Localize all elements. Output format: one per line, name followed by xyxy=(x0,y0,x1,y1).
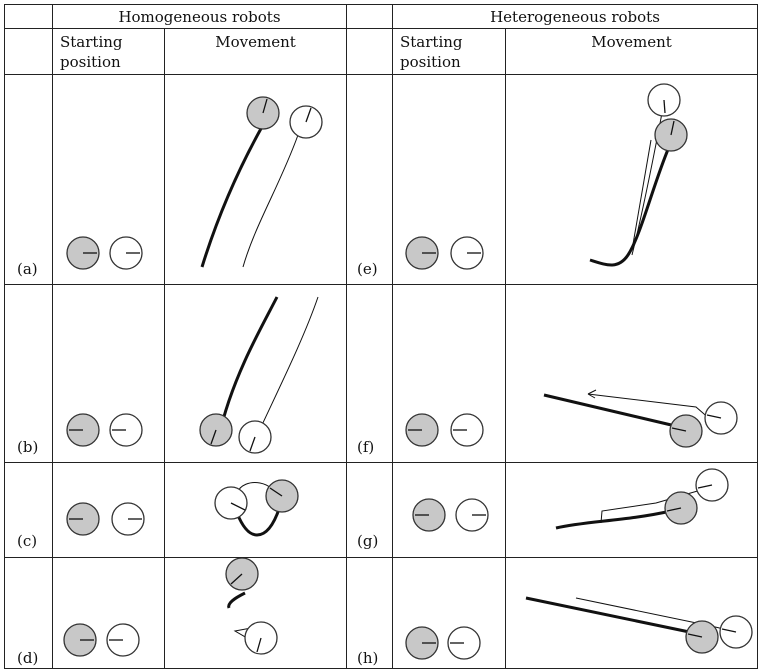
row-label-d: (d) xyxy=(17,648,38,668)
row-label-a: (a) xyxy=(17,259,38,279)
row-label-e: (e) xyxy=(357,259,378,279)
subheader-starting-homogeneous: Starting position xyxy=(60,32,123,72)
starting-position-f xyxy=(393,285,505,462)
subheader-movement-heterogeneous: Movement xyxy=(506,32,757,52)
movement-d xyxy=(165,558,346,668)
row-label-g: (g) xyxy=(357,531,378,551)
header-heterogeneous: Heterogeneous robots xyxy=(393,7,757,27)
movement-e xyxy=(506,75,757,284)
movement-a xyxy=(165,75,346,284)
starting-position-h xyxy=(393,558,505,668)
movement-g xyxy=(506,463,757,557)
starting-position-g xyxy=(393,463,505,557)
starting-position-c xyxy=(53,463,164,557)
starting-position-d xyxy=(53,558,164,668)
movement-h xyxy=(506,558,757,668)
starting-position-e xyxy=(393,75,505,284)
row-label-c: (c) xyxy=(17,531,37,551)
starting-position-a xyxy=(53,75,164,284)
row-label-b: (b) xyxy=(17,437,38,457)
movement-c xyxy=(165,463,346,557)
subheader-movement-homogeneous: Movement xyxy=(165,32,346,52)
subheader-starting-heterogeneous: Starting position xyxy=(400,32,463,72)
movement-b xyxy=(165,285,346,462)
starting-position-b xyxy=(53,285,164,462)
row-label-f: (f) xyxy=(357,437,374,457)
header-homogeneous: Homogeneous robots xyxy=(53,7,346,27)
row-label-h: (h) xyxy=(357,648,378,668)
movement-f xyxy=(506,285,757,462)
